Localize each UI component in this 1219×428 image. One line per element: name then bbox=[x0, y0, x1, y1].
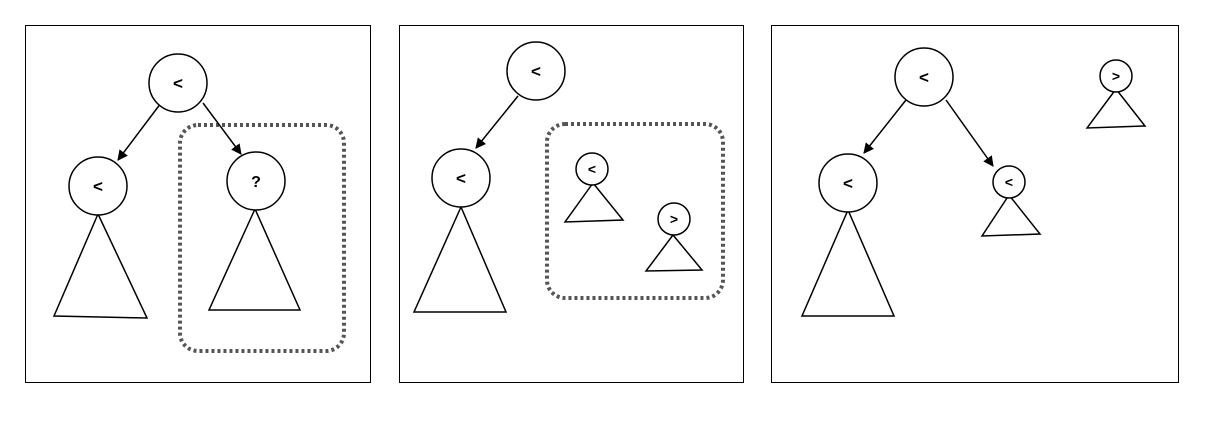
svg-text:<: < bbox=[531, 62, 541, 81]
small-subtree-triangle-right bbox=[644, 233, 704, 272]
highlight-box-split-trees bbox=[545, 122, 725, 300]
svg-text:>: > bbox=[1112, 68, 1120, 84]
highlight-box-right-subtree bbox=[178, 123, 346, 353]
tree-node-unknown: ? bbox=[226, 151, 286, 211]
tree-node-left: < bbox=[818, 153, 878, 213]
right-subtree-triangle bbox=[207, 207, 302, 311]
small-subtree-triangle-detached bbox=[1085, 87, 1147, 129]
left-subtree-triangle bbox=[800, 208, 896, 317]
edge-root-to-right bbox=[945, 99, 994, 167]
edge-root-to-left bbox=[475, 95, 519, 149]
tree-node-left: < bbox=[68, 156, 128, 216]
svg-text:<: < bbox=[919, 68, 929, 87]
tree-node-small-less: < bbox=[992, 165, 1026, 199]
small-subtree-triangle-right bbox=[980, 193, 1042, 237]
tree-node-root: < bbox=[148, 53, 208, 113]
edge-root-to-left bbox=[117, 102, 162, 161]
tree-node-root: < bbox=[506, 41, 566, 101]
tree-node-root: < bbox=[894, 47, 954, 107]
svg-text:<: < bbox=[173, 74, 183, 93]
svg-text:<: < bbox=[1005, 174, 1013, 190]
left-subtree-triangle bbox=[412, 205, 508, 313]
svg-text:>: > bbox=[670, 211, 678, 227]
svg-text:?: ? bbox=[251, 174, 261, 191]
edge-root-to-right bbox=[202, 102, 242, 155]
svg-text:<: < bbox=[843, 174, 853, 193]
svg-text:<: < bbox=[588, 161, 596, 177]
tree-node-small-greater: > bbox=[657, 202, 691, 236]
tree-node-small-less: < bbox=[575, 152, 609, 186]
svg-text:<: < bbox=[93, 177, 103, 196]
edge-root-to-left bbox=[863, 99, 907, 154]
svg-text:<: < bbox=[456, 169, 466, 188]
left-subtree-triangle bbox=[52, 212, 149, 319]
tree-node-left: < bbox=[431, 148, 491, 208]
tree-node-small-greater: > bbox=[1099, 59, 1133, 93]
small-subtree-triangle-left bbox=[563, 181, 625, 223]
